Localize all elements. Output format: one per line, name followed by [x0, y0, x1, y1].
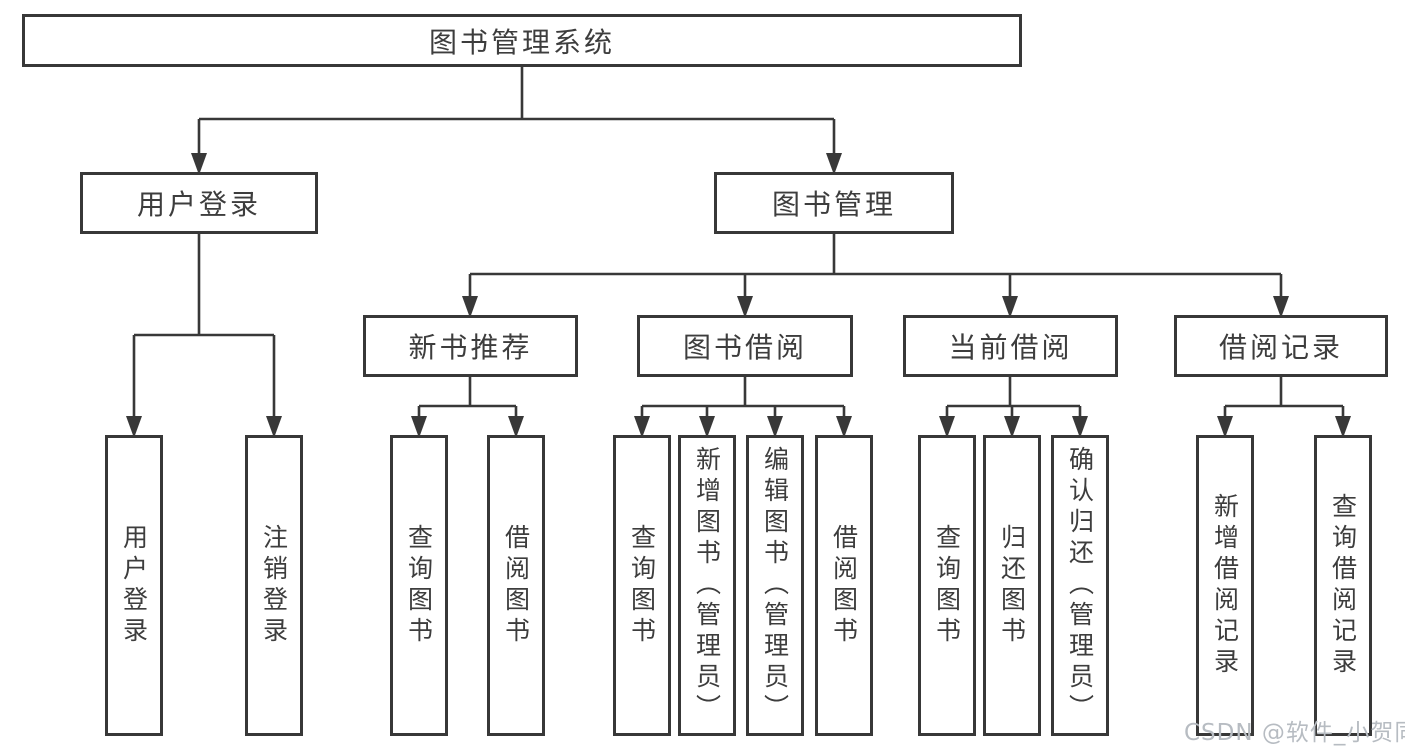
arrow-icon [826, 153, 842, 175]
arrow-icon [462, 296, 478, 318]
csdn-watermark: CSDN @软件_小贺同学 [1184, 720, 1405, 746]
node-label: 确认归还（管理员） [1065, 446, 1095, 725]
leaf-user-login: 用户登录 [105, 435, 163, 736]
arrow-icon [836, 416, 852, 438]
node-label: 借阅记录 [1218, 331, 1343, 364]
arrow-icon [411, 416, 427, 438]
arrow-icon [508, 416, 524, 438]
tree-connector-path [132, 66, 1345, 419]
leaf-query-books-current: 查询图书 [918, 435, 976, 736]
node-user-login: 用户登录 [80, 172, 318, 234]
leaf-borrow-books: 借阅图书 [815, 435, 873, 736]
node-book-borrowing: 图书借阅 [637, 315, 853, 377]
leaf-query-borrow-record: 查询借阅记录 [1314, 435, 1372, 736]
node-label: 注销登录 [259, 523, 289, 648]
node-label: 查询图书 [932, 523, 962, 648]
node-book-management: 图书管理 [714, 172, 954, 234]
leaf-edit-books-admin: 编辑图书（管理员） [746, 435, 804, 736]
node-label: 借阅图书 [829, 523, 859, 648]
node-borrowing-records: 借阅记录 [1174, 315, 1388, 377]
node-label: 新书推荐 [408, 331, 533, 364]
arrow-icon [1072, 416, 1088, 438]
node-label: 新增借阅记录 [1210, 492, 1240, 679]
arrow-icon [126, 416, 142, 438]
node-label: 用户登录 [119, 523, 149, 648]
arrow-icon [1002, 296, 1018, 318]
arrow-icon [699, 416, 715, 438]
node-label: 借阅图书 [501, 523, 531, 648]
arrow-icon [634, 416, 650, 438]
arrow-icon [737, 296, 753, 318]
node-label: 当前借阅 [948, 331, 1073, 364]
arrow-icon [767, 416, 783, 438]
leaf-return-books: 归还图书 [983, 435, 1041, 736]
arrow-icon [1335, 416, 1351, 438]
leaf-query-books-borrow: 查询图书 [613, 435, 671, 736]
node-label: 查询图书 [404, 523, 434, 648]
node-label: 图书借阅 [682, 331, 807, 364]
leaf-add-borrow-record: 新增借阅记录 [1196, 435, 1254, 736]
leaf-borrow-books-recommend: 借阅图书 [487, 435, 545, 736]
node-label: 图书管理 [771, 188, 896, 221]
leaf-add-books-admin: 新增图书（管理员） [678, 435, 736, 736]
node-new-book-recommendation: 新书推荐 [363, 315, 578, 377]
arrow-icon [1217, 416, 1233, 438]
node-current-borrowing: 当前借阅 [903, 315, 1118, 377]
node-label: 用户登录 [136, 188, 261, 221]
arrow-icon [939, 416, 955, 438]
node-library-management-system: 图书管理系统 [22, 14, 1022, 67]
leaf-confirm-return-admin: 确认归还（管理员） [1051, 435, 1109, 736]
arrowheads [126, 153, 1351, 438]
arrow-icon [1004, 416, 1020, 438]
arrow-icon [191, 153, 207, 175]
node-label: 查询图书 [627, 523, 657, 648]
arrow-icon [1273, 296, 1289, 318]
node-label: 归还图书 [997, 523, 1027, 648]
node-label: 图书管理系统 [428, 25, 615, 59]
leaf-logout: 注销登录 [245, 435, 303, 736]
arrow-icon [266, 416, 282, 438]
node-label: 查询借阅记录 [1328, 492, 1358, 679]
node-label: 编辑图书（管理员） [760, 446, 790, 725]
leaf-query-books-recommend: 查询图书 [390, 435, 448, 736]
node-label: 新增图书（管理员） [692, 446, 722, 725]
